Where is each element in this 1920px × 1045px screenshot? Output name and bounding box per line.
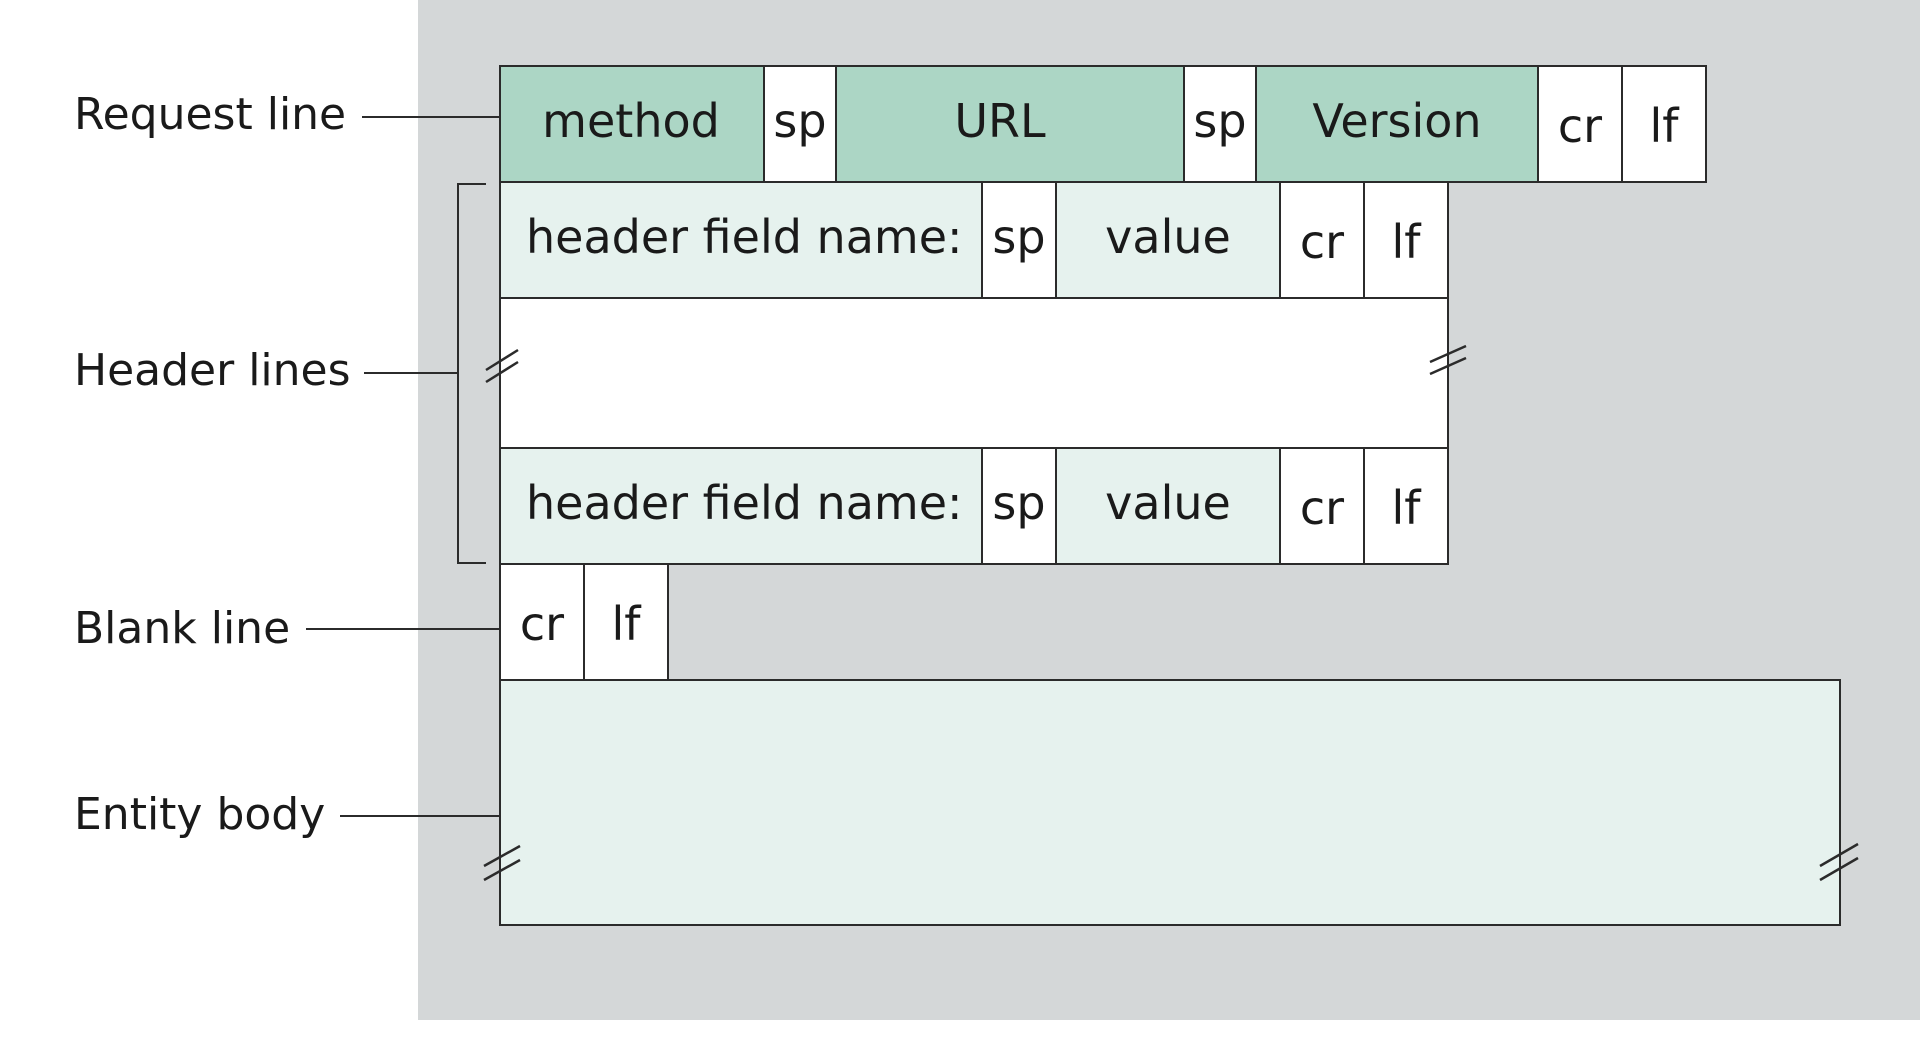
header-name-field-2: [499, 447, 983, 565]
request-line-label: Request line: [74, 89, 346, 140]
header-line-2: [499, 447, 1449, 565]
sp-field-1: [763, 65, 837, 183]
blank-lf-field: [583, 563, 669, 681]
sp-text-1: sp: [773, 94, 826, 148]
header-sp-field-2: [981, 447, 1057, 565]
connector-lines: [306, 116, 500, 817]
blank-lf-text: lf: [612, 597, 643, 651]
sp-text-2: sp: [1193, 94, 1246, 148]
header-lines-gap: [499, 297, 1449, 449]
header-lf-text-1: lf: [1392, 215, 1423, 269]
method-text: method: [542, 94, 720, 148]
entity-body-label: Entity body: [74, 789, 325, 840]
header-value-field-2: [1055, 447, 1281, 565]
header-cr-text-2: cr: [1300, 481, 1344, 535]
header-sp-text-2: sp: [992, 476, 1045, 530]
header-value-text-2: value: [1105, 476, 1231, 530]
cr-text-request: cr: [1558, 99, 1602, 153]
header-lf-field-1: [1363, 181, 1449, 299]
url-text: URL: [954, 94, 1046, 148]
cr-field-request: [1537, 65, 1623, 183]
lf-field-request: [1621, 65, 1707, 183]
entity-body-break-marks: [483, 842, 1859, 882]
blank-line-row: [499, 563, 669, 681]
version-text: Version: [1312, 94, 1481, 148]
lf-text-request: lf: [1650, 99, 1681, 153]
url-field: [835, 65, 1185, 183]
header-lf-text-2: lf: [1392, 481, 1423, 535]
header-sp-field-1: [981, 181, 1057, 299]
entity-body-box: [499, 679, 1841, 926]
header-name-field-1: [499, 181, 983, 299]
header-gap-break-marks: [485, 344, 1467, 384]
method-field: [499, 65, 765, 183]
request-line-row: [499, 65, 1707, 183]
header-line-1: [499, 181, 1449, 299]
header-sp-text-1: sp: [992, 210, 1045, 264]
header-lf-field-2: [1363, 447, 1449, 565]
header-name-text-1: header field name:: [526, 210, 963, 264]
header-value-field-1: [1055, 181, 1281, 299]
header-name-text-2: header field name:: [526, 476, 963, 530]
header-lines-label: Header lines: [74, 345, 351, 396]
blank-line-label: Blank line: [74, 603, 290, 654]
blank-cr-text: cr: [520, 597, 564, 651]
header-cr-text-1: cr: [1300, 215, 1344, 269]
header-cr-field-2: [1279, 447, 1365, 565]
header-value-text-1: value: [1105, 210, 1231, 264]
